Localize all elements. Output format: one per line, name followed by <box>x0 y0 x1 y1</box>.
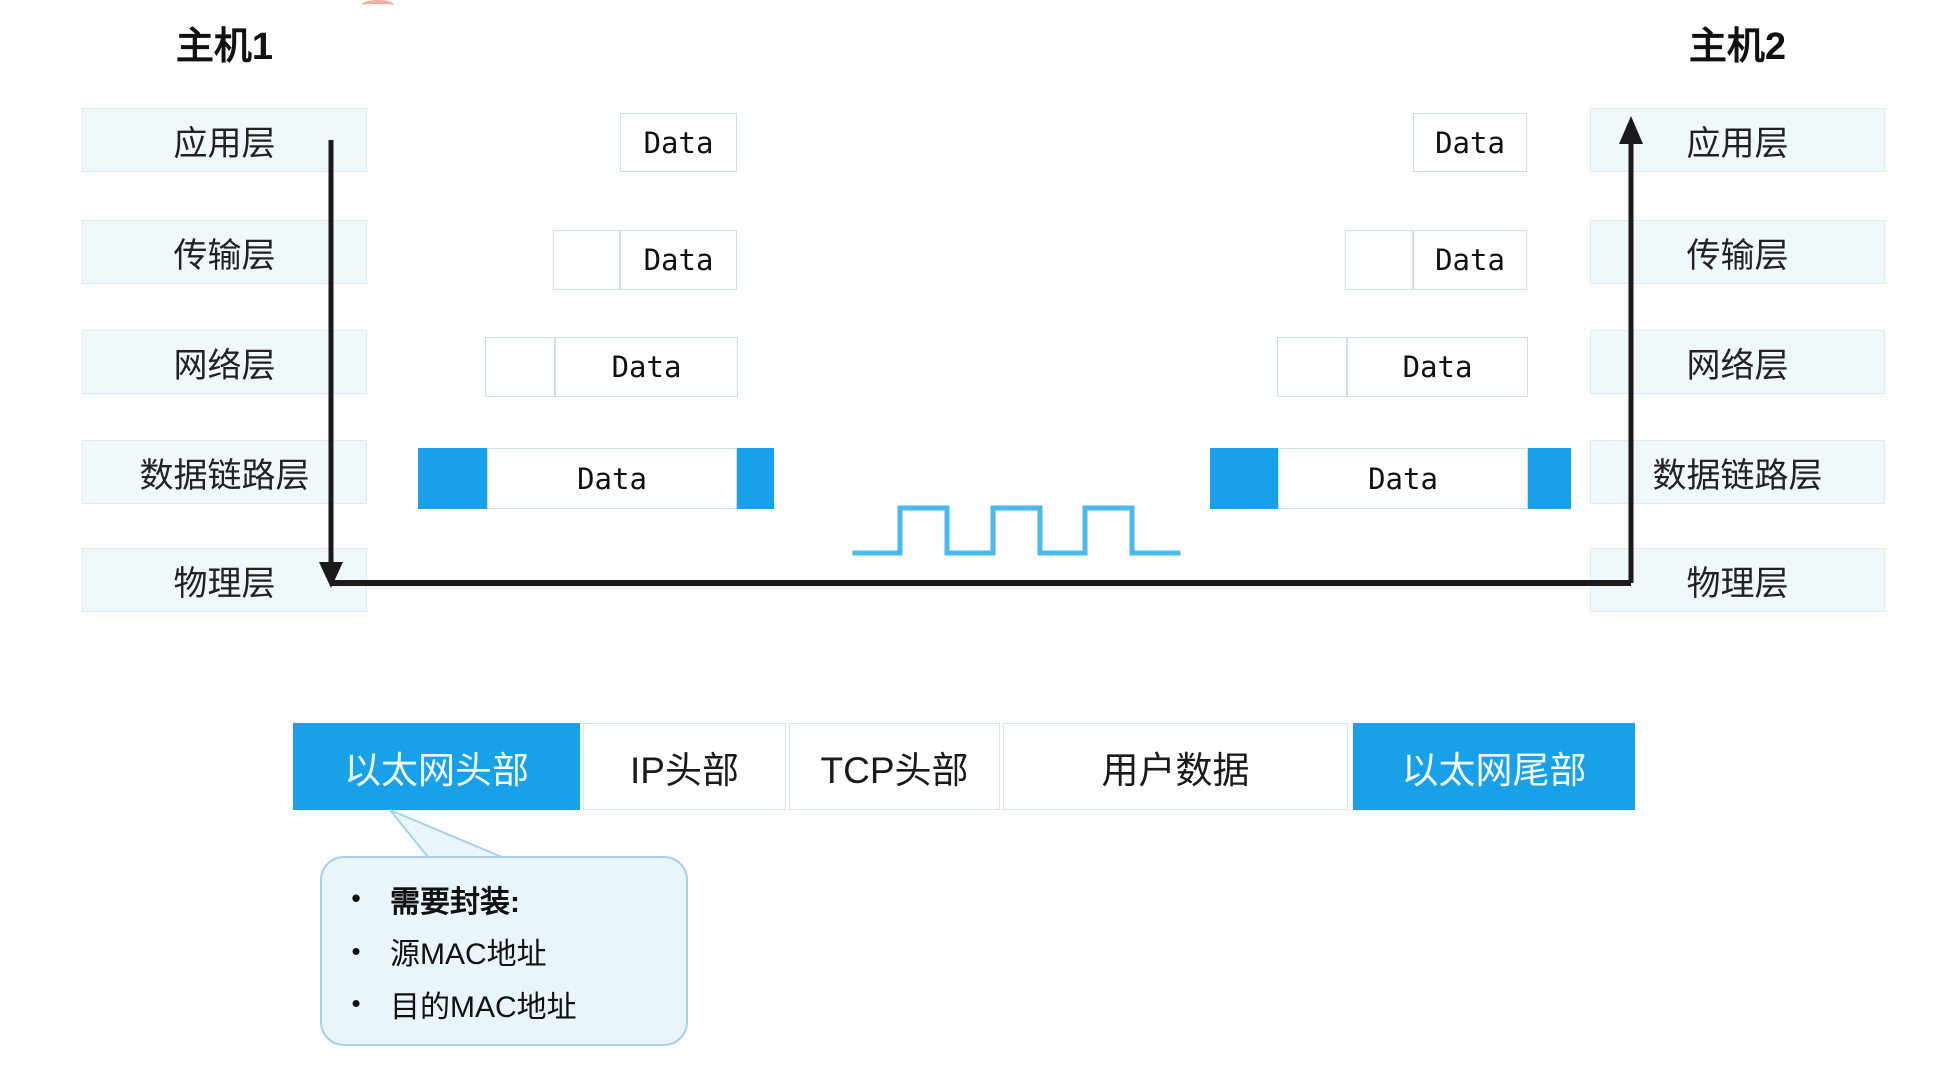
bullet-icon: • <box>351 883 361 913</box>
frame-ip-header: IP头部 <box>583 723 786 810</box>
frame-ethernet-header: 以太网头部 <box>293 723 580 810</box>
host1-datalink-data-box: Data <box>487 448 737 509</box>
host1-ethernet-header-box <box>418 448 487 509</box>
host1-title: 主机1 <box>175 26 274 68</box>
host2-layer-transport: 传输层 <box>1590 220 1885 284</box>
host1-ethernet-trailer-box <box>737 448 774 509</box>
host2-transport-header-box <box>1345 230 1413 290</box>
host2-network-data-box: Data <box>1347 337 1528 397</box>
host1-transport-header-box <box>553 230 620 290</box>
callout-title: 需要封装: <box>390 885 520 919</box>
bullet-icon: • <box>351 988 361 1018</box>
host2-layer-network: 网络层 <box>1590 330 1885 394</box>
host1-network-header-box <box>485 337 555 397</box>
signal-waveform-icon <box>852 505 1181 556</box>
host1-transport-data-box: Data <box>620 230 737 290</box>
host1-network-data-box: Data <box>555 337 738 397</box>
host2-layer-datalink: 数据链路层 <box>1590 440 1885 504</box>
callout-item: 源MAC地址 <box>390 938 547 971</box>
callout-item: 目的MAC地址 <box>390 990 577 1024</box>
bullet-icon: • <box>351 935 361 966</box>
frame-ethernet-trailer: 以太网尾部 <box>1353 723 1635 810</box>
host2-title: 主机2 <box>1688 26 1787 68</box>
host1-app-data-box: Data <box>620 113 737 172</box>
host2-app-data-box: Data <box>1413 113 1527 172</box>
host2-layer-application: 应用层 <box>1590 108 1885 172</box>
host2-transport-data-box: Data <box>1413 230 1527 290</box>
callout-title-line: • 需要封装: <box>322 877 686 921</box>
host1-layer-datalink: 数据链路层 <box>82 440 367 504</box>
callout-tail <box>389 809 515 863</box>
host1-layer-application: 应用层 <box>82 108 367 172</box>
host1-layer-network: 网络层 <box>82 330 367 394</box>
host2-datalink-data-box: Data <box>1278 448 1528 509</box>
callout-item-line: • 目的MAC地址 <box>322 982 686 1026</box>
host1-layer-transport: 传输层 <box>82 220 367 284</box>
red-annotation-mark <box>362 0 394 10</box>
host2-layer-physical: 物理层 <box>1590 548 1885 612</box>
frame-tcp-header: TCP头部 <box>789 723 1000 810</box>
frame-user-data: 用户数据 <box>1003 723 1348 810</box>
host1-layer-physical: 物理层 <box>82 548 367 612</box>
host2-ethernet-header-box <box>1210 448 1278 509</box>
encapsulation-callout: • 需要封装: • 源MAC地址 • 目的MAC地址 <box>320 856 688 1046</box>
host2-ethernet-trailer-box <box>1528 448 1571 509</box>
host2-network-header-box <box>1277 337 1347 397</box>
callout-item-line: • 源MAC地址 <box>322 929 686 973</box>
